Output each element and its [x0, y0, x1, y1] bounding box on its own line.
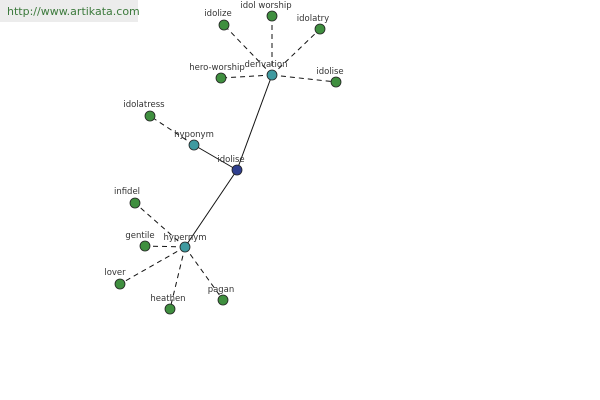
leaf-node-hero-worship[interactable] — [215, 72, 227, 84]
leaf-label-idolatress: idolatress — [123, 100, 165, 110]
leaf-label-pagan: pagan — [208, 285, 235, 295]
leaf-label-idolize: idolize — [204, 9, 231, 19]
leaf-label-lover: lover — [104, 268, 126, 278]
edge-derivation-idolise — [271, 74, 337, 83]
leaf-node-gentile[interactable] — [139, 240, 151, 252]
edge-center-hypernym — [184, 169, 238, 248]
leaf-node-lover[interactable] — [114, 278, 126, 290]
leaf-label-idolatry: idolatry — [297, 14, 329, 24]
leaf-node-idol-worship[interactable] — [266, 10, 278, 22]
edge-hypernym-infidel — [134, 202, 186, 248]
category-node-hyponym[interactable] — [188, 139, 200, 151]
leaf-node-idolise[interactable] — [330, 76, 342, 88]
leaf-node-idolatress[interactable] — [144, 110, 156, 122]
edges-layer — [119, 16, 337, 310]
leaf-node-heathen[interactable] — [164, 303, 176, 315]
source-url[interactable]: http://www.artikata.com — [7, 5, 140, 18]
edge-hypernym-pagan — [184, 246, 224, 301]
leaf-node-idolize[interactable] — [218, 19, 230, 31]
edge-center-derivation — [236, 74, 273, 171]
leaf-node-idolatry[interactable] — [314, 23, 326, 35]
leaf-label-idolise: idolise — [316, 67, 343, 77]
edge-derivation-hero-worship — [220, 74, 273, 79]
nodes-layer — [114, 10, 342, 315]
edge-hypernym-heathen — [169, 246, 186, 310]
category-label-hyponym: hyponym — [174, 130, 214, 140]
edge-derivation-idolatry — [271, 28, 321, 76]
center-label: idolise — [217, 155, 244, 165]
category-node-hypernym[interactable] — [179, 241, 191, 253]
leaf-label-hero-worship: hero-worship — [189, 63, 245, 73]
category-node-derivation[interactable] — [266, 69, 278, 81]
leaf-label-gentile: gentile — [125, 231, 154, 241]
edge-hypernym-lover — [119, 246, 186, 285]
edge-center-hyponym — [193, 144, 238, 171]
source-link[interactable]: http://www.artikata.com — [0, 0, 140, 22]
edge-hypernym-gentile — [144, 245, 186, 248]
leaf-label-idol-worship: idol worship — [240, 1, 291, 11]
edge-derivation-idolize — [223, 24, 273, 76]
category-label-derivation: derivation — [244, 60, 287, 70]
center-node[interactable] — [231, 164, 243, 176]
leaf-node-pagan[interactable] — [217, 294, 229, 306]
leaf-label-infidel: infidel — [114, 187, 140, 197]
leaf-label-heathen: heathen — [150, 294, 185, 304]
labels-layer: idolize idol worship idolatry hero-worship i… — [104, 1, 343, 304]
leaf-node-infidel[interactable] — [129, 197, 141, 209]
category-label-hypernym: hypernym — [163, 233, 206, 243]
